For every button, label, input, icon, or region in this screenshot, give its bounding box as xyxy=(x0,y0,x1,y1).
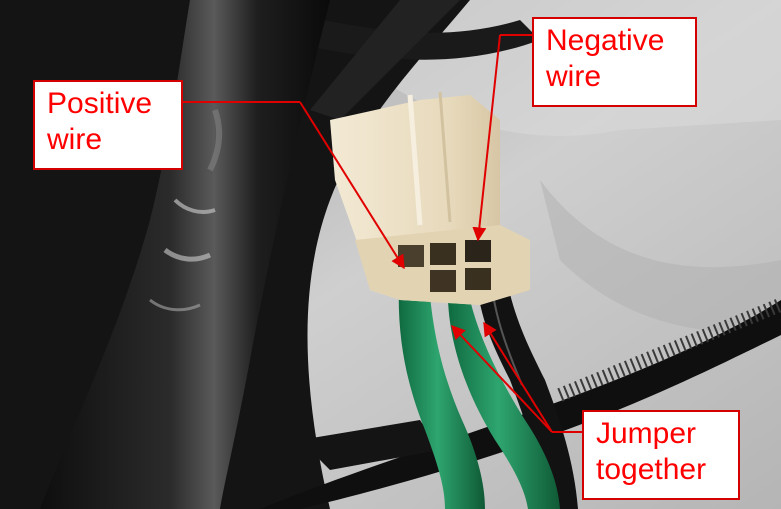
positive-label-line2: wire xyxy=(47,123,103,156)
harness-highlight xyxy=(149,298,201,312)
positive-wire-label: Positive wire xyxy=(33,80,183,170)
negative-arrow xyxy=(472,34,501,242)
positive-label-line1: Positive xyxy=(47,87,153,120)
cloth-fold xyxy=(540,180,781,333)
jumper-arrow xyxy=(483,321,553,433)
black-wire xyxy=(476,240,578,509)
connector-cavity xyxy=(465,240,491,262)
jumper-together-label: Jumper together xyxy=(582,410,740,500)
harness-highlight xyxy=(207,109,223,172)
negative-wire-label: Negative wire xyxy=(532,17,697,107)
thin-cable xyxy=(310,0,460,120)
negative-label-line1: Negative xyxy=(546,24,665,57)
connector-cavity xyxy=(430,243,456,265)
negative-label-line2: wire xyxy=(546,60,602,93)
zip-tie-ribs xyxy=(557,298,781,402)
connector-cavity xyxy=(465,268,491,290)
jumper-label-line2: together xyxy=(596,453,707,486)
connector-cavity xyxy=(430,270,456,292)
harness-highlight xyxy=(163,247,212,262)
harness-highlight xyxy=(173,198,216,214)
positive-arrow xyxy=(299,101,405,270)
jumper-label-line1: Jumper xyxy=(596,417,697,450)
connector-ridge xyxy=(407,94,423,226)
jumper-arrow xyxy=(451,324,553,433)
connector-ridge xyxy=(438,91,452,223)
green-wire-positive xyxy=(398,265,485,509)
zip-tie xyxy=(300,420,440,470)
black-harness xyxy=(40,0,330,509)
